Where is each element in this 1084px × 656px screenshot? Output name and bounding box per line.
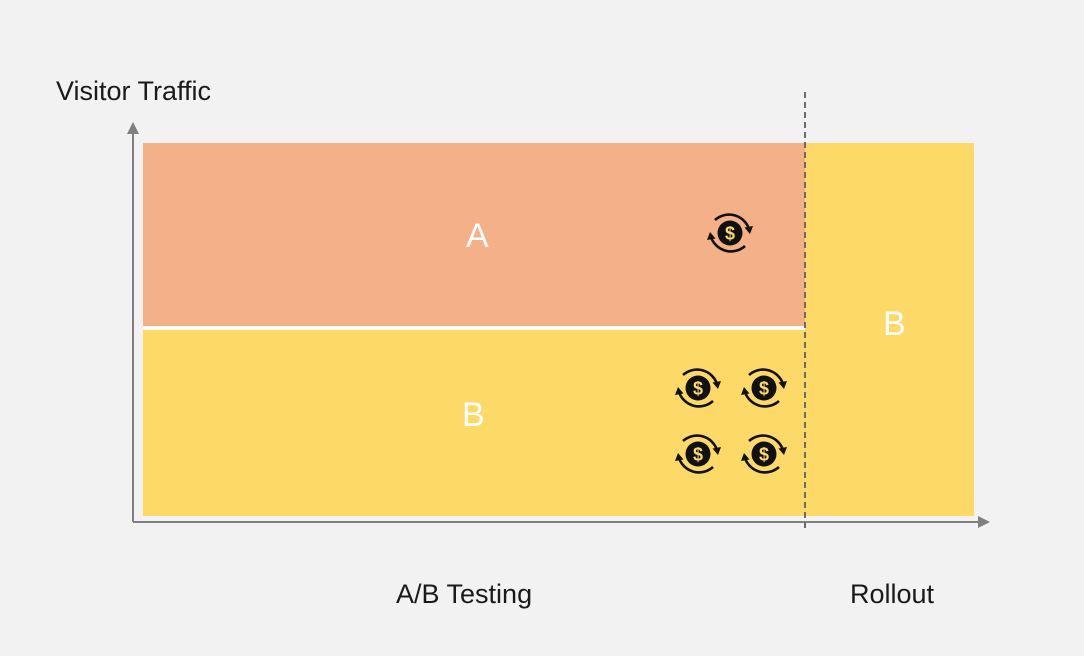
x-axis-arrow-icon xyxy=(978,516,990,528)
variant-b-testing-region xyxy=(143,330,805,516)
variant-b-testing-label: B xyxy=(462,396,485,434)
variant-a-region xyxy=(143,143,805,326)
rollout-phase-label: Rollout xyxy=(850,579,935,609)
y-axis-label: Visitor Traffic xyxy=(56,76,212,106)
y-axis-arrow-icon xyxy=(127,122,139,134)
variant-b-rollout-region xyxy=(805,143,974,516)
variant-a-label: A xyxy=(466,217,489,255)
variant-b-rollout-label: B xyxy=(883,305,906,343)
testing-phase-label: A/B Testing xyxy=(396,579,533,609)
